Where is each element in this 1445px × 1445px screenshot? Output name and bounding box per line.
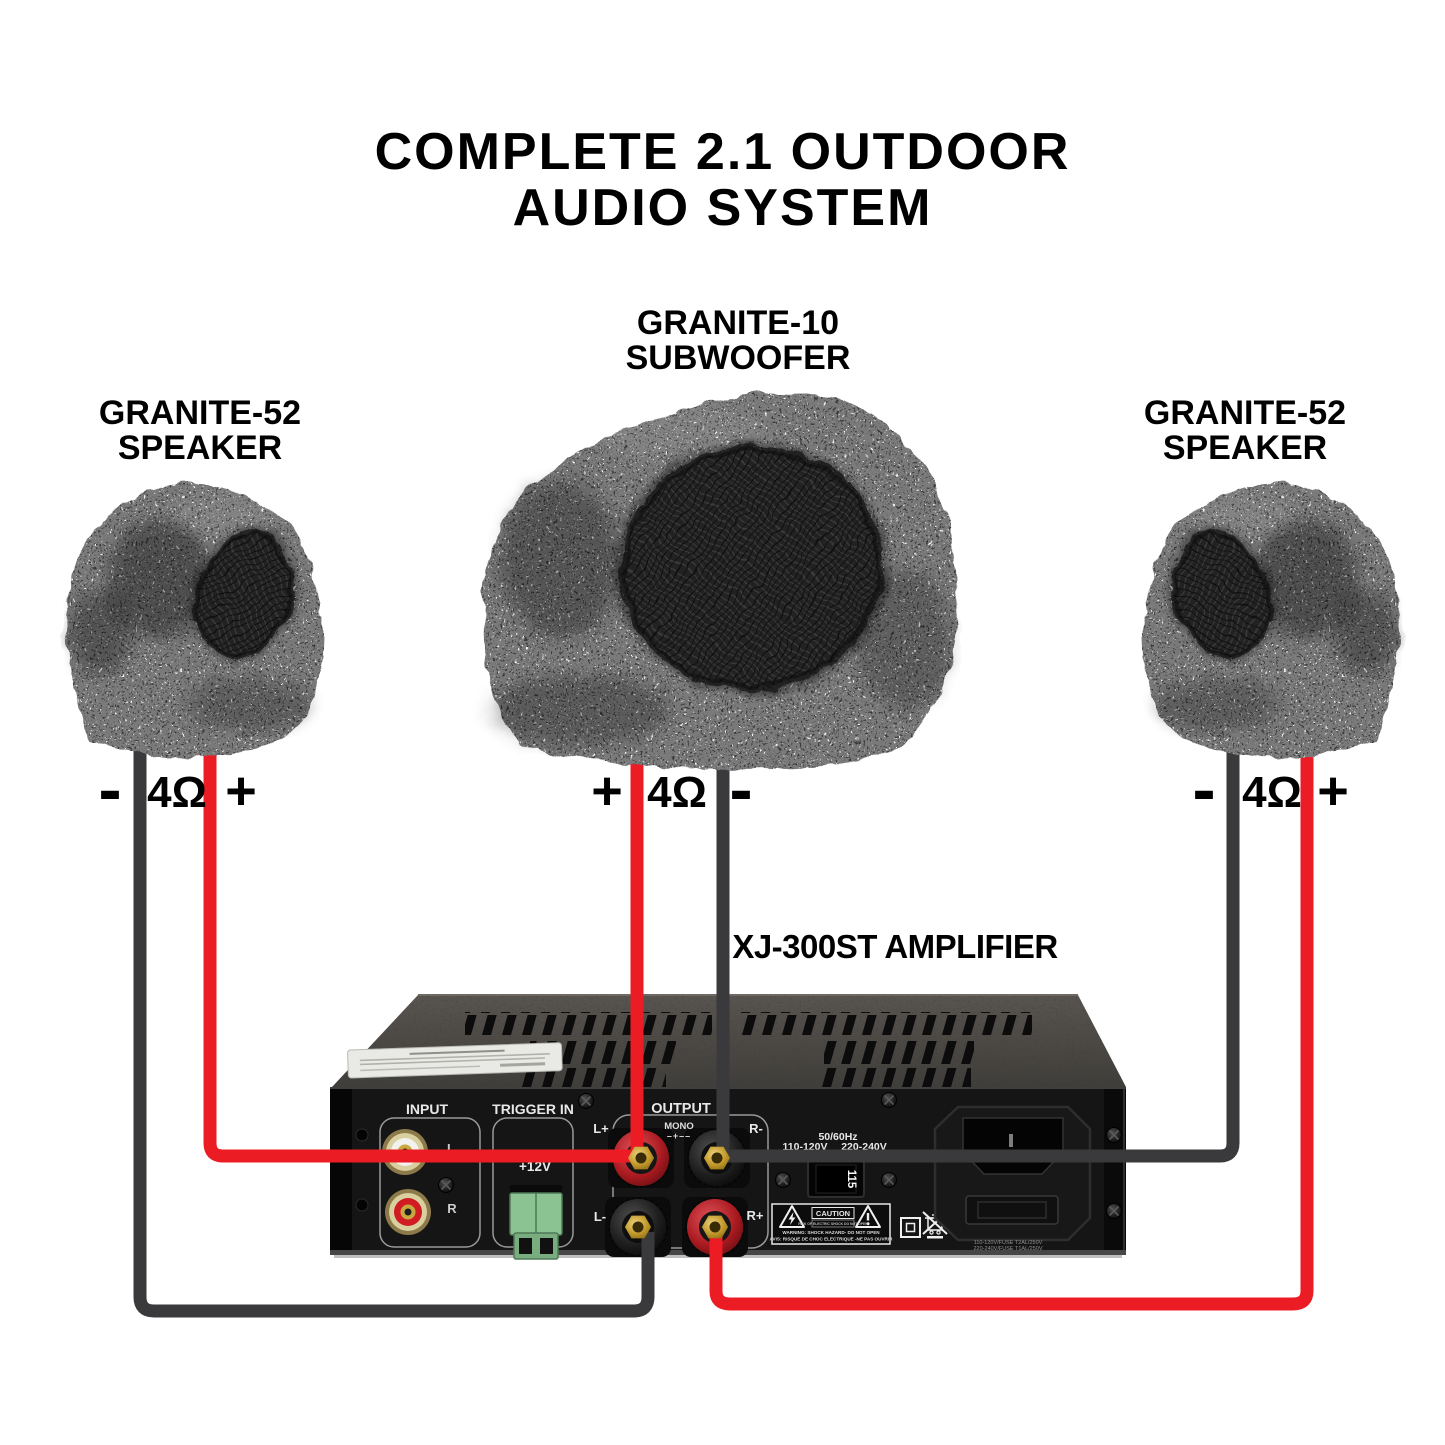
rca-label-right: R	[447, 1201, 457, 1216]
wire-left-negative	[133, 726, 655, 1318]
left-speaker-label: GRANITE-52 SPEAKER	[25, 396, 375, 466]
sub-impedance: 4Ω	[647, 768, 707, 817]
wire-right-positive	[709, 742, 1314, 1311]
left-impedance: 4Ω	[147, 768, 207, 817]
voltage-selector[interactable]	[807, 1160, 865, 1198]
screw-icon	[1105, 1126, 1123, 1144]
caution-title: CAUTION	[816, 1209, 850, 1218]
vent-slots	[465, 1012, 1032, 1087]
input-section-box	[379, 1117, 481, 1248]
screw-icon	[880, 1091, 898, 1109]
subwoofer-rock	[482, 392, 957, 770]
trigger-label: TRIGGER IN	[492, 1101, 574, 1117]
mono-bridge-marks: –+––	[667, 1131, 691, 1141]
fuse-rating-2: 220-240V/FUSE T1AL/250V	[974, 1246, 1043, 1252]
caution-warning-en: WARNING: SHOCK HAZARD- DO NOT OPEN	[782, 1230, 880, 1235]
title-line-2: AUDIO SYSTEM	[512, 179, 933, 237]
panel-hole	[355, 1198, 369, 1212]
rca-input-right[interactable]	[385, 1189, 431, 1235]
caution-warning-fr: AVIS: RISQUE DE CHOC ELECTRIQUE -NE PAS …	[770, 1237, 894, 1242]
info-sticker	[347, 1042, 563, 1079]
right-impedance: 4Ω	[1242, 768, 1302, 817]
trigger-connector[interactable]	[509, 1185, 563, 1260]
sub-neg-symbol: -	[729, 750, 753, 828]
screw-icon	[577, 1092, 595, 1110]
screw-icon	[1105, 1202, 1123, 1220]
screw-icon	[880, 1171, 898, 1189]
right-speaker-label: GRANITE-52 SPEAKER	[1070, 396, 1420, 466]
left-speaker-type: SPEAKER	[117, 429, 283, 467]
trigger-voltage: +12V	[519, 1159, 551, 1174]
subwoofer-type: SUBWOOFER	[625, 339, 851, 377]
wire-left-positive	[203, 742, 641, 1163]
post-label-lplus: L+	[593, 1121, 609, 1136]
sub-pos-symbol: +	[591, 761, 623, 821]
wiring	[133, 700, 1314, 1318]
left-speaker-name: GRANITE-52	[98, 394, 302, 432]
right-speaker-name: GRANITE-52	[1143, 394, 1347, 432]
fuse-rating-1: 110-120V/FUSE T2AL/250V	[974, 1240, 1043, 1246]
subwoofer-label: GRANITE-10 SUBWOOFER	[538, 306, 938, 376]
panel-hole	[355, 1128, 369, 1142]
post-label-rminus: R-	[749, 1121, 763, 1136]
post-label-rplus: R+	[747, 1208, 764, 1223]
mono-label: MONO	[664, 1121, 694, 1132]
caution-subtitle: RISK OF ELECTRIC SHOCK DO NOT OPEN	[798, 1222, 868, 1226]
left-rock-speaker	[66, 484, 323, 758]
right-speaker-type: SPEAKER	[1162, 429, 1328, 467]
freq-label: 50/60Hz	[818, 1131, 857, 1143]
amplifier-rear-photo	[330, 994, 1126, 1260]
right-pos-symbol: +	[1317, 761, 1349, 821]
screw-icon	[774, 1171, 792, 1189]
caution-plate	[771, 1203, 891, 1245]
screw-icon	[437, 1176, 455, 1194]
title-line-1: COMPLETE 2.1 OUTDOOR	[374, 123, 1071, 181]
right-rock-speaker	[1143, 484, 1400, 758]
iec-power-inlet[interactable]	[933, 1105, 1092, 1242]
voltage-selector-value: 115	[845, 1170, 857, 1189]
fuse-drawer[interactable]	[965, 1195, 1059, 1225]
diagram-title: COMPLETE 2.1 OUTDOOR AUDIO SYSTEM	[0, 124, 1445, 236]
right-neg-symbol: -	[1192, 750, 1216, 828]
subwoofer-name: GRANITE-10	[636, 304, 840, 342]
left-pos-symbol: +	[225, 761, 257, 821]
input-label: INPUT	[406, 1101, 448, 1117]
amplifier-label: XJ-300ST AMPLIFIER	[732, 928, 1058, 965]
rca-label-left: L	[447, 1141, 455, 1156]
output-label: OUTPUT	[651, 1101, 711, 1117]
class-ii-insulation-icon	[900, 1217, 921, 1238]
post-label-lminus: L-	[594, 1209, 606, 1224]
wire-right-negative	[721, 726, 1240, 1163]
left-neg-symbol: -	[98, 750, 122, 828]
